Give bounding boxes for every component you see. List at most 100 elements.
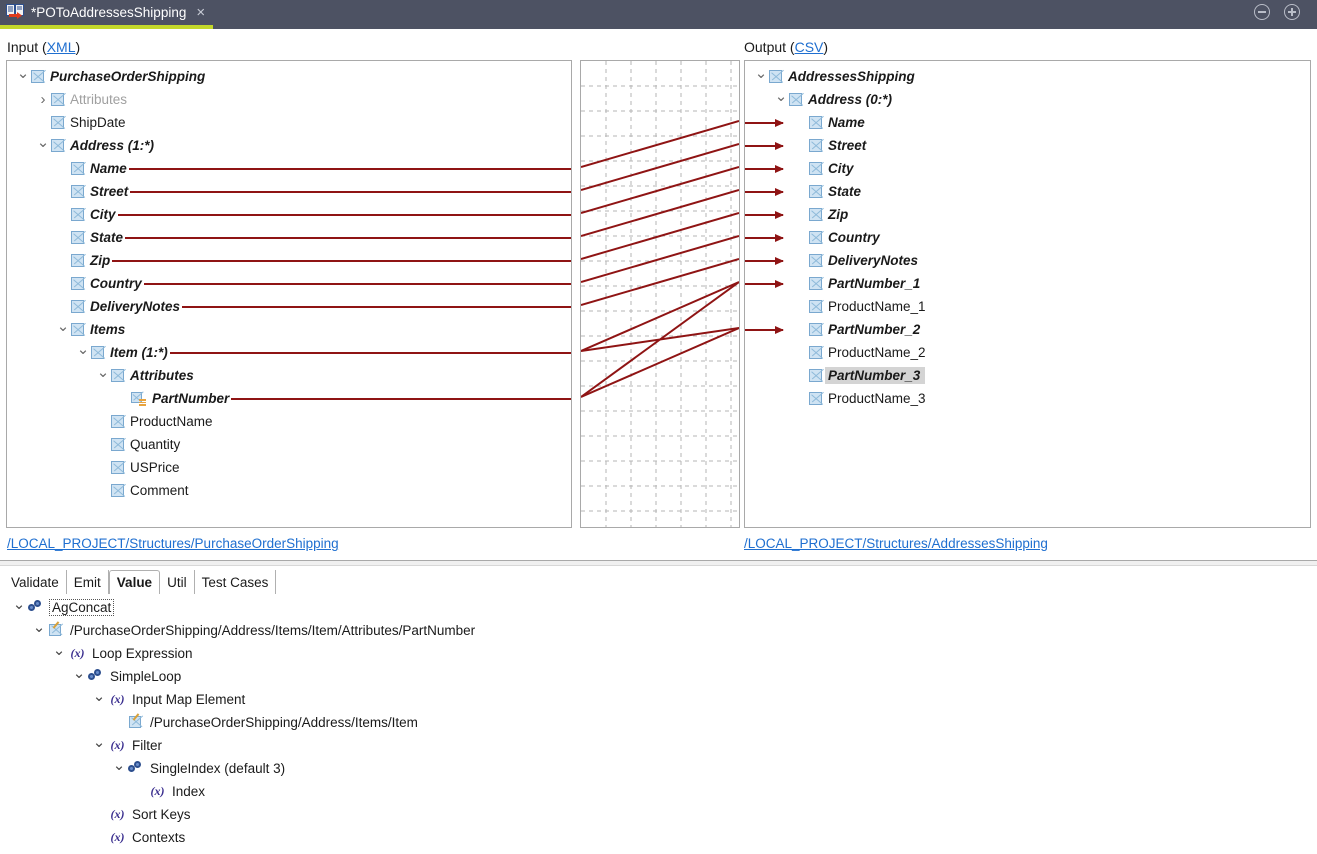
expression-tree-row[interactable]: AgConcat	[0, 596, 1317, 619]
checkbox-icon[interactable]	[51, 139, 64, 152]
expression-tree-row[interactable]: (x)Loop Expression	[0, 642, 1317, 665]
checkbox-icon[interactable]	[809, 300, 822, 313]
checkbox-icon[interactable]	[809, 139, 822, 152]
checkbox-icon[interactable]	[809, 231, 822, 244]
tab-value[interactable]: Value	[108, 570, 161, 594]
checkbox-icon[interactable]	[111, 461, 124, 474]
twisty-open-icon[interactable]	[50, 642, 68, 665]
twisty-open-icon[interactable]	[10, 596, 28, 619]
output-tree-row[interactable]: Zip	[745, 203, 1310, 226]
input-structure-path-link[interactable]: /LOCAL_PROJECT/Structures/PurchaseOrderS…	[7, 536, 339, 551]
expression-tree-row[interactable]: /PurchaseOrderShipping/Address/Items/Ite…	[0, 711, 1317, 734]
checkbox-icon[interactable]	[789, 93, 802, 106]
checkbox-icon[interactable]	[809, 185, 822, 198]
input-tree-row[interactable]: Items	[7, 318, 571, 341]
output-structure-path-link[interactable]: /LOCAL_PROJECT/Structures/AddressesShipp…	[744, 536, 1048, 551]
input-tree-panel[interactable]: PurchaseOrderShippingAttributesShipDateA…	[6, 60, 572, 528]
checkbox-icon[interactable]	[71, 231, 84, 244]
twisty-open-icon[interactable]	[70, 665, 88, 688]
minimize-icon[interactable]	[1254, 4, 1270, 20]
input-tree-row[interactable]: Address (1:*)	[7, 134, 571, 157]
output-tree-row[interactable]: ProductName_1	[745, 295, 1310, 318]
input-tree-row[interactable]: Name	[7, 157, 571, 180]
input-tree-row[interactable]: Item (1:*)	[7, 341, 571, 364]
expression-tree-row[interactable]: SingleIndex (default 3)	[0, 757, 1317, 780]
checkbox-icon[interactable]	[71, 185, 84, 198]
output-tree-row[interactable]: ProductName_2	[745, 341, 1310, 364]
checkbox-icon[interactable]	[51, 93, 64, 106]
expression-tree-row[interactable]: (x)Filter	[0, 734, 1317, 757]
input-tree-row[interactable]: USPrice	[7, 456, 571, 479]
checkbox-icon[interactable]	[111, 484, 124, 497]
input-tree-row[interactable]: Country	[7, 272, 571, 295]
checkbox-icon[interactable]	[111, 369, 124, 382]
checkbox-icon[interactable]	[809, 208, 822, 221]
tab-validate[interactable]: Validate	[4, 570, 67, 594]
input-tree-row[interactable]: Zip	[7, 249, 571, 272]
input-tree-row[interactable]: DeliveryNotes	[7, 295, 571, 318]
twisty-closed-icon[interactable]	[35, 88, 51, 111]
output-tree-row[interactable]: PartNumber_3	[745, 364, 1310, 387]
close-icon[interactable]: ×	[196, 4, 206, 21]
output-tree-row[interactable]: PartNumber_2	[745, 318, 1310, 341]
expression-tree[interactable]: AgConcat/PurchaseOrderShipping/Address/I…	[0, 596, 1317, 849]
tab-emit[interactable]: Emit	[66, 570, 109, 594]
twisty-open-icon[interactable]	[110, 757, 128, 780]
input-tree-row[interactable]: ShipDate	[7, 111, 571, 134]
output-tree-row[interactable]: State	[745, 180, 1310, 203]
input-tree-row[interactable]: Comment	[7, 479, 571, 502]
checkbox-icon[interactable]	[809, 323, 822, 336]
checkbox-icon[interactable]	[809, 392, 822, 405]
checkbox-icon[interactable]	[809, 162, 822, 175]
expression-tree-row[interactable]: (x)Input Map Element	[0, 688, 1317, 711]
twisty-open-icon[interactable]	[95, 364, 111, 387]
checkbox-icon[interactable]	[809, 254, 822, 267]
checkbox-icon[interactable]	[71, 277, 84, 290]
checkbox-icon[interactable]	[71, 323, 84, 336]
mapping-canvas[interactable]	[580, 60, 740, 528]
checkbox-icon[interactable]	[809, 346, 822, 359]
input-tree-row[interactable]: Attributes	[7, 88, 571, 111]
output-tree-row[interactable]: Address (0:*)	[745, 88, 1310, 111]
checkbox-icon[interactable]	[809, 116, 822, 129]
twisty-open-icon[interactable]	[90, 734, 108, 757]
maximize-icon[interactable]	[1284, 4, 1300, 20]
expression-tree-row[interactable]: (x)Index	[0, 780, 1317, 803]
output-tree-row[interactable]: DeliveryNotes	[745, 249, 1310, 272]
input-tree-row[interactable]: Attributes	[7, 364, 571, 387]
output-tree-row[interactable]: City	[745, 157, 1310, 180]
twisty-open-icon[interactable]	[75, 341, 91, 364]
input-tree-row[interactable]: Quantity	[7, 433, 571, 456]
expression-tree-row[interactable]: /PurchaseOrderShipping/Address/Items/Ite…	[0, 619, 1317, 642]
output-tree-row[interactable]: ProductName_3	[745, 387, 1310, 410]
input-tree-row[interactable]: State	[7, 226, 571, 249]
checkbox-icon[interactable]	[809, 277, 822, 290]
twisty-open-icon[interactable]	[30, 619, 48, 642]
tab-util[interactable]: Util	[160, 570, 195, 594]
checkbox-icon[interactable]	[71, 254, 84, 267]
checkbox-icon[interactable]	[71, 208, 84, 221]
checkbox-icon[interactable]	[111, 415, 124, 428]
input-format-link[interactable]: XML	[46, 39, 76, 55]
twisty-open-icon[interactable]	[15, 65, 31, 88]
checkbox-icon[interactable]	[71, 300, 84, 313]
input-tree-row[interactable]: PurchaseOrderShipping	[7, 65, 571, 88]
checkbox-icon[interactable]	[769, 70, 782, 83]
twisty-open-icon[interactable]	[90, 688, 108, 711]
twisty-open-icon[interactable]	[55, 318, 71, 341]
panel-divider[interactable]	[0, 560, 1317, 566]
input-tree-row[interactable]: ProductName	[7, 410, 571, 433]
checkbox-icon[interactable]	[71, 162, 84, 175]
output-tree-row[interactable]: PartNumber_1	[745, 272, 1310, 295]
twisty-open-icon[interactable]	[753, 65, 769, 88]
output-format-link[interactable]: CSV	[794, 39, 824, 55]
checkbox-icon[interactable]	[31, 70, 44, 83]
checkbox-icon[interactable]	[91, 346, 104, 359]
checkbox-icon[interactable]	[51, 116, 64, 129]
expression-tree-row[interactable]: SimpleLoop	[0, 665, 1317, 688]
tab-test-cases[interactable]: Test Cases	[194, 570, 277, 594]
editor-tab[interactable]: *POToAddressesShipping ×	[0, 0, 214, 29]
expression-tree-row[interactable]: (x)Contexts	[0, 826, 1317, 849]
checkbox-icon[interactable]	[809, 369, 822, 382]
